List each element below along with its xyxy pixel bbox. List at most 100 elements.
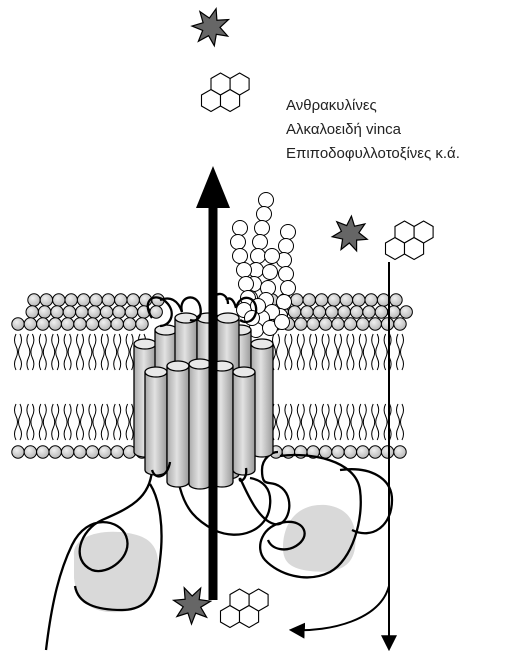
lipid-head bbox=[338, 306, 350, 318]
lipid-tail bbox=[31, 334, 34, 370]
lipid-head bbox=[24, 446, 36, 458]
bead bbox=[245, 311, 260, 326]
lipid-head bbox=[65, 294, 77, 306]
lipid-head bbox=[332, 446, 344, 458]
lipid-tail bbox=[118, 334, 121, 370]
lipid-tail bbox=[77, 404, 80, 440]
helix-body bbox=[167, 366, 189, 487]
lipid-tail bbox=[130, 404, 133, 440]
lipid-head bbox=[319, 446, 331, 458]
lipid-head bbox=[102, 294, 114, 306]
helix-top bbox=[167, 361, 189, 371]
bead bbox=[233, 249, 248, 264]
lipid-head bbox=[86, 446, 98, 458]
helix-body bbox=[233, 372, 255, 475]
lipid-tail bbox=[401, 404, 404, 440]
lipid-head bbox=[49, 318, 61, 330]
bead bbox=[253, 235, 268, 250]
hexagon-ring bbox=[249, 589, 268, 611]
lipid-tail bbox=[314, 404, 317, 440]
label-vinca-alkaloids: Αλκαλοειδή vinca bbox=[286, 118, 460, 142]
lipid-head bbox=[319, 318, 331, 330]
lipid-head bbox=[12, 446, 24, 458]
lipid-tail bbox=[397, 334, 400, 370]
bead bbox=[259, 193, 274, 208]
lipid-head bbox=[381, 446, 393, 458]
lipid-tail bbox=[397, 404, 400, 440]
lipid-tail bbox=[335, 334, 338, 370]
lipid-head bbox=[326, 306, 338, 318]
lipid-tail bbox=[114, 404, 117, 440]
lipid-head bbox=[291, 294, 303, 306]
lipid-tail bbox=[326, 334, 329, 370]
bead bbox=[233, 221, 248, 236]
lipid-head bbox=[77, 294, 89, 306]
lipid-tail bbox=[19, 404, 22, 440]
lipid-tail bbox=[297, 334, 300, 370]
lipid-tail bbox=[81, 404, 84, 440]
lipid-head bbox=[313, 306, 325, 318]
lipid-tail bbox=[384, 334, 387, 370]
lipid-head bbox=[51, 306, 63, 318]
left-binding-domain bbox=[74, 532, 159, 612]
helix-body bbox=[189, 364, 211, 489]
lipid-head bbox=[295, 318, 307, 330]
bead bbox=[281, 225, 296, 240]
label-epipodophyllotoxins: Επιποδοφυλλοτοξίνες κ.ά. bbox=[286, 142, 460, 166]
bead bbox=[263, 265, 278, 280]
lipid-tail bbox=[289, 334, 292, 370]
lipid-head bbox=[63, 306, 75, 318]
bead bbox=[281, 281, 296, 296]
lipid-head bbox=[88, 306, 100, 318]
lipid-tail bbox=[314, 334, 317, 370]
lipid-head bbox=[37, 446, 49, 458]
lipid-tail bbox=[285, 404, 288, 440]
lipid-tail bbox=[81, 334, 84, 370]
helix-cylinder bbox=[167, 361, 189, 487]
lipid-tail bbox=[68, 404, 71, 440]
lipid-head bbox=[357, 318, 369, 330]
lipid-head bbox=[344, 318, 356, 330]
helix-cylinder bbox=[233, 367, 255, 475]
lipid-tail bbox=[52, 334, 55, 370]
lipid-tail bbox=[64, 334, 67, 370]
drug-star-icon bbox=[174, 588, 211, 624]
lipid-tail bbox=[101, 334, 104, 370]
lipid-tail bbox=[277, 404, 280, 440]
helix-body bbox=[145, 372, 167, 475]
lipid-tail bbox=[384, 404, 387, 440]
lipid-head bbox=[99, 318, 111, 330]
lipid-tail bbox=[27, 334, 30, 370]
hexagon-ring-molecule-icon bbox=[221, 589, 269, 628]
lipid-head bbox=[369, 446, 381, 458]
lipid-tail bbox=[376, 404, 379, 440]
lipid-head bbox=[340, 294, 352, 306]
lipid-head bbox=[353, 294, 365, 306]
lipid-tail bbox=[68, 334, 71, 370]
lipid-head bbox=[400, 306, 412, 318]
helix-cylinder bbox=[189, 359, 211, 489]
lipid-head bbox=[61, 318, 73, 330]
lipid-head bbox=[40, 294, 52, 306]
lipid-tail bbox=[372, 334, 375, 370]
drug-class-labels: Ανθρακυλίνες Αλκαλοειδή vinca Επιποδοφυλ… bbox=[286, 94, 460, 166]
lipid-head bbox=[26, 306, 38, 318]
lipid-tail bbox=[89, 334, 92, 370]
extracellular-bead-chain bbox=[231, 193, 296, 338]
lipid-tail bbox=[39, 334, 42, 370]
lipid-tail bbox=[347, 404, 350, 440]
lipid-tail bbox=[114, 334, 117, 370]
helix-top bbox=[189, 359, 211, 369]
bead bbox=[255, 221, 270, 236]
lipid-tail bbox=[351, 334, 354, 370]
lipid-head bbox=[37, 318, 49, 330]
bead bbox=[279, 267, 294, 282]
lipid-tail bbox=[15, 334, 18, 370]
bead bbox=[237, 263, 252, 278]
lipid-head bbox=[125, 306, 137, 318]
lipid-head bbox=[375, 306, 387, 318]
lipid-tail bbox=[56, 404, 59, 440]
lipid-tail bbox=[301, 404, 304, 440]
lipid-tail bbox=[130, 334, 133, 370]
lipid-head bbox=[328, 294, 340, 306]
